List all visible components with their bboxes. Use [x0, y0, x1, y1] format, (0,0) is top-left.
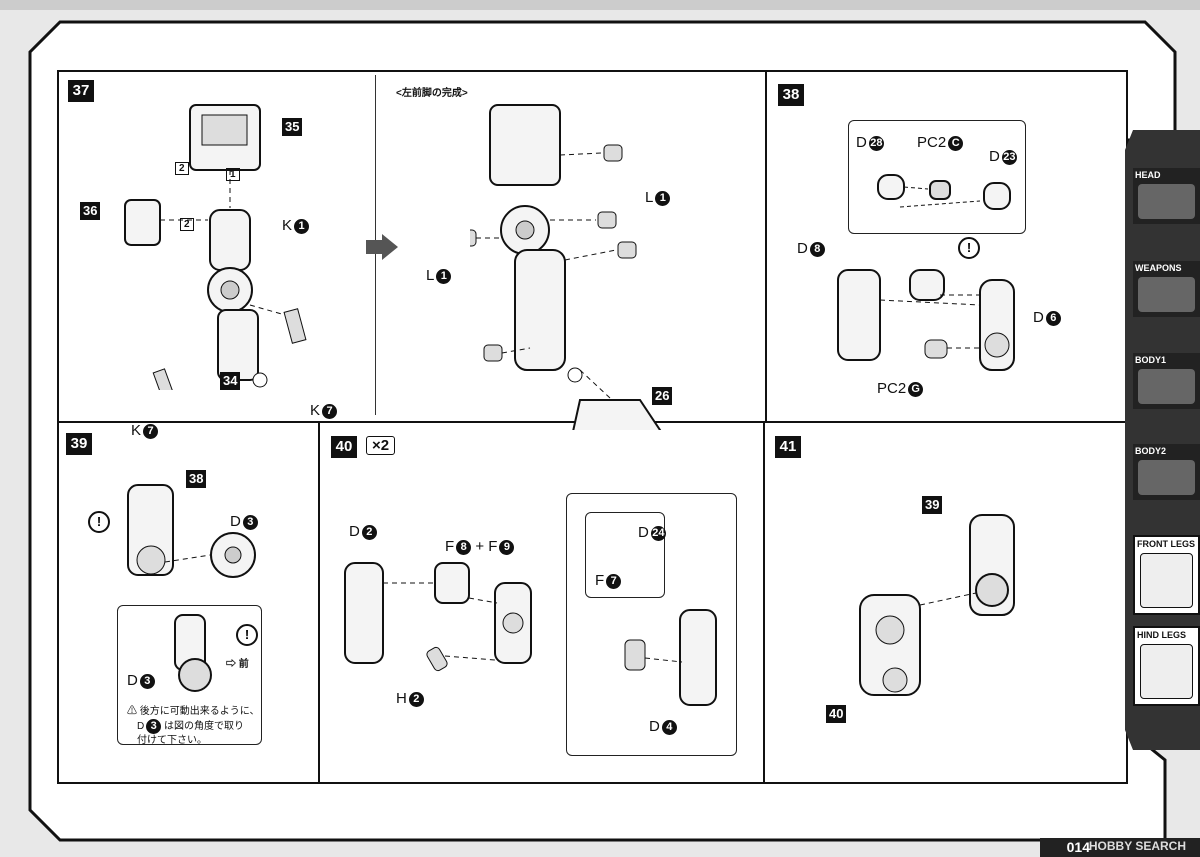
sidebar-tab-body1[interactable]: BODY1 — [1133, 353, 1200, 409]
caution-icon: ! — [236, 624, 258, 646]
part-36-label: 36 — [80, 202, 101, 220]
part-34-label: 34 — [220, 372, 241, 390]
step-number: 37 — [68, 80, 94, 102]
joint-assembly-drawing — [837, 269, 1015, 371]
part-35-label: 35 — [282, 118, 303, 136]
front-legs-thumbnail — [1140, 553, 1193, 608]
quantity-badge: ×2 — [366, 436, 396, 455]
completion-title: <左前脚の完成> — [396, 88, 468, 99]
completed-leg-drawing — [470, 104, 662, 430]
hind-legs-thumbnail — [1140, 644, 1193, 699]
body1-thumbnail — [1138, 369, 1195, 404]
cap-parts-drawing — [877, 174, 1011, 210]
caution-icon: ! — [958, 237, 980, 259]
leg-assembly-drawing — [124, 104, 307, 390]
caution-icon: ! — [88, 511, 110, 533]
watermark: HOBBY SEARCH — [1088, 839, 1186, 853]
leg-joint-drawing — [127, 484, 256, 578]
sidebar-tab-weapons[interactable]: WEAPONS — [1133, 261, 1200, 317]
head-thumbnail — [1138, 184, 1195, 219]
sidebar-tab-front-legs[interactable]: FRONT LEGS — [1133, 535, 1200, 615]
part-38-label: 38 — [186, 470, 207, 488]
leg-part-assembly-drawing — [344, 562, 532, 672]
front-direction-label: ⇨ 前 — [226, 659, 249, 670]
next-arrow-icon — [366, 234, 398, 260]
sidebar-tab-hind-legs[interactable]: HIND LEGS — [1133, 626, 1200, 706]
weapons-thumbnail — [1138, 277, 1195, 312]
step-number: 38 — [778, 84, 804, 106]
detail-joint-drawing — [174, 614, 212, 692]
detail-leg-drawing — [624, 609, 717, 706]
page-number: 014 — [1066, 839, 1090, 855]
step-41-panel — [763, 421, 1128, 784]
sidebar-tab-head[interactable]: HEAD — [1133, 168, 1200, 224]
sidebar-tab-body2[interactable]: BODY2 — [1133, 444, 1200, 500]
sub-step-1: 1 — [226, 168, 240, 181]
sub-step-2-bottom: 2 — [180, 218, 194, 231]
step-number: 40 — [331, 436, 357, 458]
body2-thumbnail — [1138, 460, 1195, 495]
part-39-label: 39 — [922, 496, 943, 514]
sub-detail-callout — [585, 512, 665, 598]
footer-bar — [1040, 838, 1200, 857]
sub-step-2-top: 2 — [175, 162, 189, 175]
part-26-label: 26 — [652, 387, 673, 405]
final-leg-assembly-drawing — [859, 514, 1015, 696]
part-40-label: 40 — [826, 705, 847, 723]
step-number: 39 — [66, 433, 92, 455]
step-number: 41 — [775, 436, 801, 458]
